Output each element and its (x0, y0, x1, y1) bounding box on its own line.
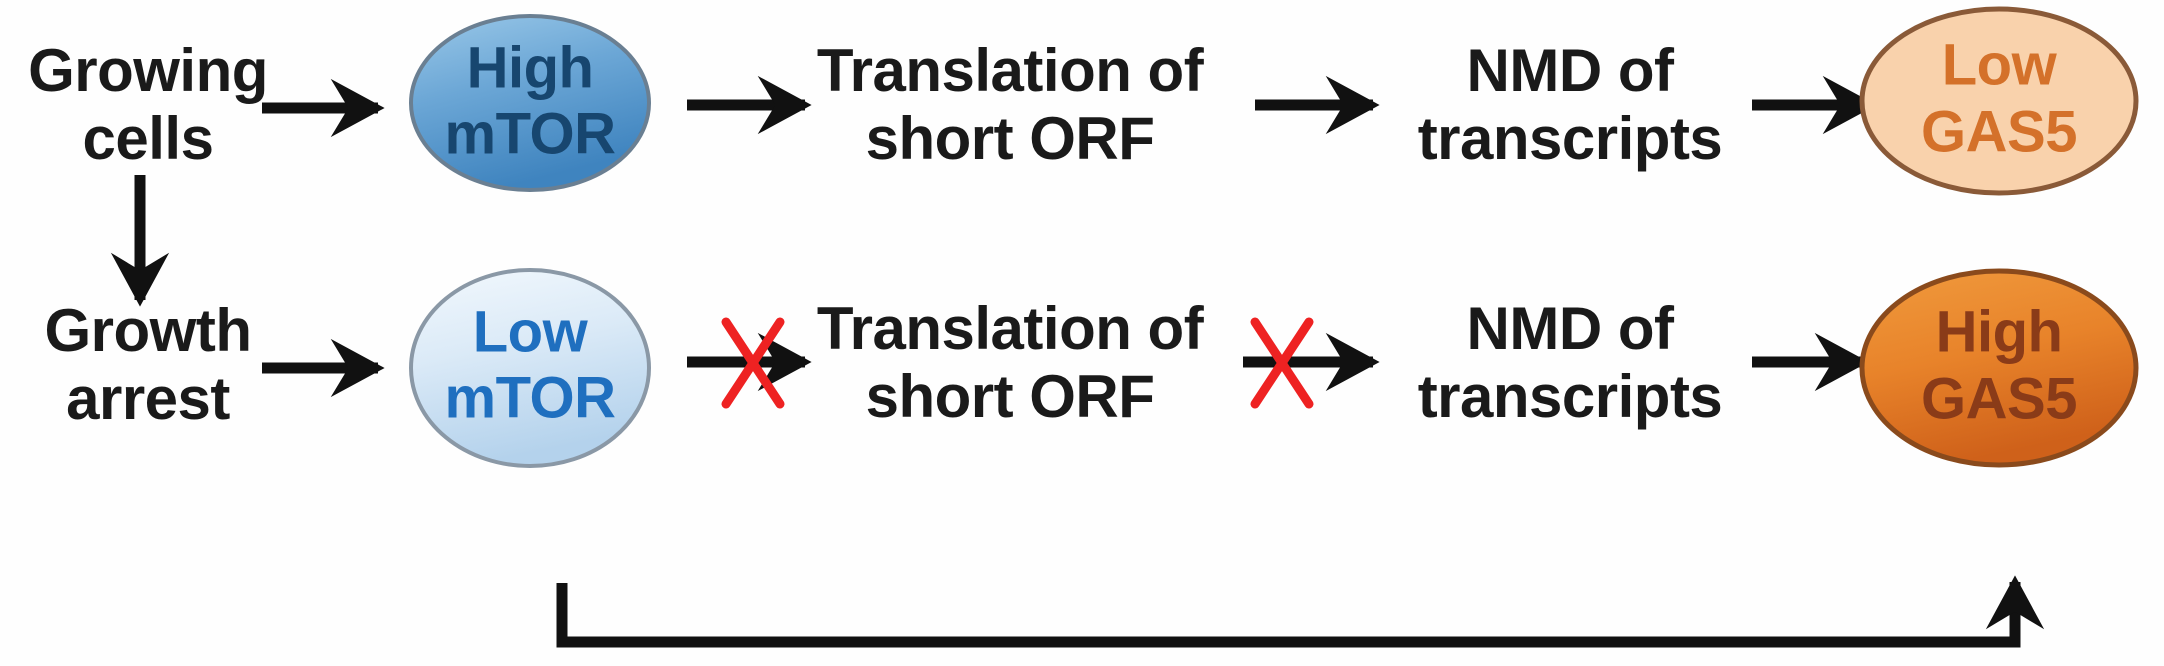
node-growth-arrest: Growth arrest (45, 297, 252, 432)
nmd-bottom-line-1: NMD of (1467, 295, 1675, 362)
low-gas5-line-2: GAS5 (1921, 99, 2077, 164)
high-mtor-line-1: High (467, 35, 594, 100)
low-mtor-line-2: mTOR (445, 365, 616, 430)
nmd-top-line-1: NMD of (1467, 37, 1675, 104)
feedback-arrow-low-mtor-to-high-gas5 (556, 575, 2045, 648)
node-low-mtor[interactable]: Low mTOR (409, 268, 651, 468)
nmd-top-line-2: transcripts (1418, 105, 1723, 172)
high-gas5-line-2: GAS5 (1921, 366, 2077, 431)
node-nmd-transcripts-bottom: NMD of transcripts (1418, 295, 1723, 430)
translation-top-line-2: short ORF (866, 105, 1155, 172)
growing-cells-line-2: cells (83, 105, 214, 172)
low-mtor-ellipse[interactable] (409, 268, 651, 468)
node-low-gas5[interactable]: Low GAS5 (1859, 6, 2139, 196)
node-high-mtor[interactable]: High mTOR (409, 14, 651, 192)
nmd-bottom-line-2: transcripts (1418, 363, 1723, 430)
red-cross-icon-2 (1250, 317, 1314, 409)
growth-arrest-line-1: Growth (45, 297, 252, 364)
red-cross-icon-1 (721, 317, 785, 409)
arrow-low-mtor-to-translation-blocked (687, 317, 812, 409)
translation-bottom-line-1: Translation of (817, 295, 1205, 362)
arrow-translation-to-nmd-blocked (1243, 317, 1380, 409)
translation-bottom-line-2: short ORF (866, 363, 1155, 430)
node-growing-cells: Growing cells (28, 37, 268, 172)
translation-top-line-1: Translation of (817, 37, 1205, 104)
node-high-gas5[interactable]: High GAS5 (1859, 268, 2139, 468)
node-translation-short-orf-bottom: Translation of short ORF (817, 295, 1205, 430)
high-gas5-ellipse[interactable] (1859, 268, 2139, 468)
high-mtor-line-2: mTOR (445, 101, 616, 166)
low-gas5-ellipse[interactable] (1859, 6, 2139, 196)
low-gas5-line-1: Low (1942, 32, 2058, 97)
high-gas5-line-1: High (1936, 299, 2063, 364)
low-mtor-line-1: Low (473, 299, 589, 364)
growth-arrest-line-2: arrest (66, 365, 230, 432)
high-mtor-ellipse[interactable] (409, 14, 651, 192)
node-nmd-transcripts-top: NMD of transcripts (1418, 37, 1723, 172)
growing-cells-line-1: Growing (28, 37, 268, 104)
node-translation-short-orf-top: Translation of short ORF (817, 37, 1205, 172)
